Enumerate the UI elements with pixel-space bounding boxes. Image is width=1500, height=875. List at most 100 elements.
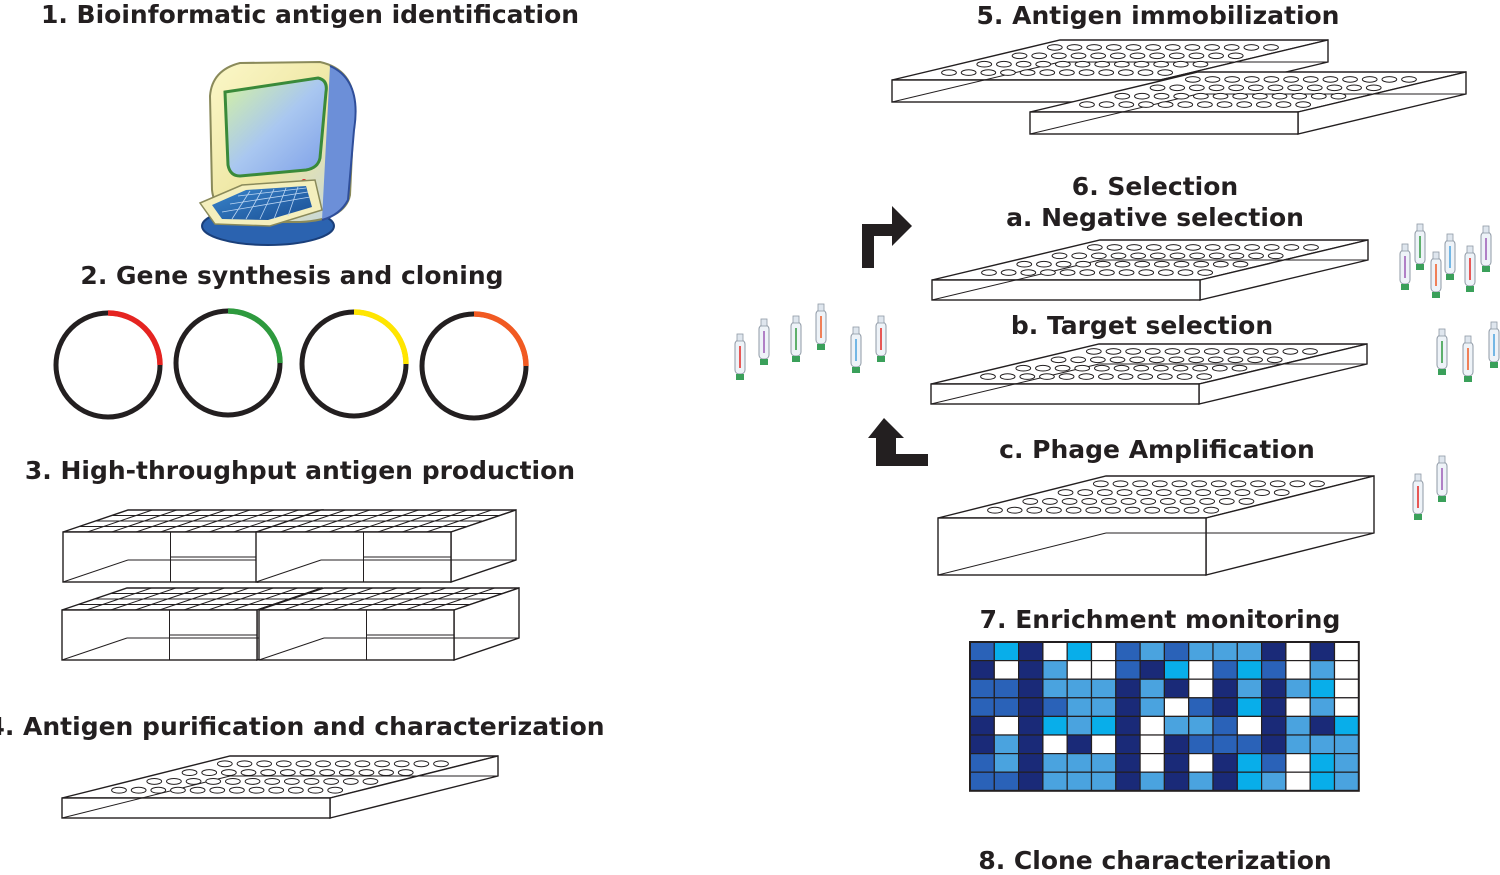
- step-4-title: 4. Antigen purification and characteriza…: [0, 712, 605, 741]
- computer-icon: [198, 60, 357, 246]
- heatmap-cell: [1285, 734, 1311, 755]
- heatmap-cell: [1333, 641, 1360, 662]
- heatmap-cell: [1236, 659, 1263, 680]
- plasmid-group: [53, 308, 529, 421]
- heatmap-cell: [1163, 678, 1190, 699]
- step-6a-title: a. Negative selection: [1006, 203, 1304, 232]
- heatmap-cell: [1333, 771, 1360, 792]
- step-7-title: 7. Enrichment monitoring: [979, 605, 1341, 634]
- heatmap-cell: [1285, 678, 1311, 699]
- heatmap-cell: [1115, 659, 1141, 680]
- heatmap-cell: [1066, 752, 1093, 773]
- heatmap-cell: [1115, 752, 1141, 773]
- heatmap-cell: [1285, 752, 1311, 773]
- heatmap-cell: [1236, 715, 1263, 736]
- heatmap-cell: [1042, 659, 1068, 680]
- target-selection-plate: [930, 343, 1368, 405]
- heatmap-cell: [1260, 697, 1287, 717]
- phage-tube-icon: [758, 318, 770, 365]
- heatmap-cell: [1115, 771, 1141, 792]
- heatmap-cell: [1309, 715, 1336, 736]
- heatmap-cell: [1115, 697, 1141, 717]
- negative-selection-plate: [931, 239, 1369, 301]
- heatmap-cell: [1309, 734, 1336, 755]
- heatmap-cell: [1017, 734, 1044, 755]
- phage-tube-icon: [1412, 473, 1424, 520]
- heatmap-cell: [969, 641, 995, 662]
- heatmap-cell: [993, 659, 1020, 680]
- phage-tube-icon: [1462, 335, 1474, 382]
- heatmap-cell: [1285, 659, 1311, 680]
- heatmap-cell: [1139, 734, 1165, 755]
- phage-tube-icon: [850, 326, 862, 373]
- heatmap-cell: [1285, 697, 1311, 717]
- step-2-title: 2. Gene synthesis and cloning: [80, 261, 504, 290]
- heatmap-cell: [1333, 697, 1360, 717]
- heatmap-cell: [1188, 659, 1214, 680]
- heatmap-cell: [993, 697, 1020, 717]
- heatmap-cell: [1163, 659, 1190, 680]
- heatmap-cell: [993, 734, 1020, 755]
- heatmap-cell: [1188, 734, 1214, 755]
- step-8-title: 8. Clone characterization: [978, 846, 1332, 875]
- heatmap-cell: [1285, 715, 1311, 736]
- heatmap-cell: [1017, 678, 1044, 699]
- heatmap-cell: [1188, 697, 1214, 717]
- heatmap-cell: [969, 697, 995, 717]
- heatmap-cell: [1236, 641, 1263, 662]
- plasmid-icon: [173, 308, 283, 418]
- immobilization-plate-2: [1029, 71, 1467, 135]
- phage-tube-icon: [790, 315, 802, 362]
- heatmap-cell: [1066, 678, 1093, 699]
- heatmap-cell: [1188, 641, 1214, 662]
- heatmap-cell: [1236, 771, 1263, 792]
- step-6-title: 6. Selection: [1071, 172, 1239, 201]
- heatmap-cell: [1017, 771, 1044, 792]
- step-1-title: 1. Bioinformatic antigen identification: [40, 0, 580, 29]
- phage-tube-icon: [1399, 243, 1411, 290]
- heatmap-cell: [969, 752, 995, 773]
- heatmap-cell: [1163, 734, 1190, 755]
- heatmap-cell: [1236, 697, 1263, 717]
- heatmap-cell: [1017, 715, 1044, 736]
- heatmap-cell: [1212, 771, 1238, 792]
- heatmap-cell: [993, 771, 1020, 792]
- phage-tube-icon: [734, 333, 746, 380]
- heatmap-cell: [993, 752, 1020, 773]
- heatmap-cell: [1115, 734, 1141, 755]
- heatmap-cell: [1115, 678, 1141, 699]
- heatmap-cell: [1212, 715, 1238, 736]
- heatmap-cell: [1042, 678, 1068, 699]
- heatmap-cell: [1066, 715, 1093, 736]
- phage-tubes: [734, 223, 1500, 520]
- step-6c-title: c. Phage Amplification: [999, 435, 1315, 464]
- heatmap-cell: [1260, 659, 1287, 680]
- heatmap-cell: [1260, 678, 1287, 699]
- heatmap-cell: [1090, 771, 1117, 792]
- heatmap-cell: [1042, 715, 1068, 736]
- heatmap-cell: [1212, 641, 1238, 662]
- step-5-title: 5. Antigen immobilization: [976, 1, 1340, 30]
- heatmap-cell: [1309, 697, 1336, 717]
- heatmap-cell: [1066, 697, 1093, 717]
- phage-tube-icon: [1444, 233, 1456, 280]
- heatmap-cell: [1139, 659, 1165, 680]
- heatmap-cell: [1090, 752, 1117, 773]
- heatmap-cell: [1285, 771, 1311, 792]
- heatmap-cell: [1163, 752, 1190, 773]
- heatmap-cell: [1115, 715, 1141, 736]
- heatmap-cell: [1139, 678, 1165, 699]
- heatmap-cell: [1309, 678, 1336, 699]
- heatmap-cell: [1260, 715, 1287, 736]
- heatmap-cell: [1139, 771, 1165, 792]
- heatmap-cell: [1139, 752, 1165, 773]
- heatmap-cell: [1139, 697, 1165, 717]
- heatmap-cell: [1188, 752, 1214, 773]
- deep-well-block: [255, 509, 517, 583]
- heatmap-cell: [1042, 734, 1068, 755]
- cycle-arrow-up-right-icon: [862, 206, 912, 268]
- heatmap-cell: [1090, 659, 1117, 680]
- heatmap-cell: [1333, 659, 1360, 680]
- heatmap-cell: [1042, 771, 1068, 792]
